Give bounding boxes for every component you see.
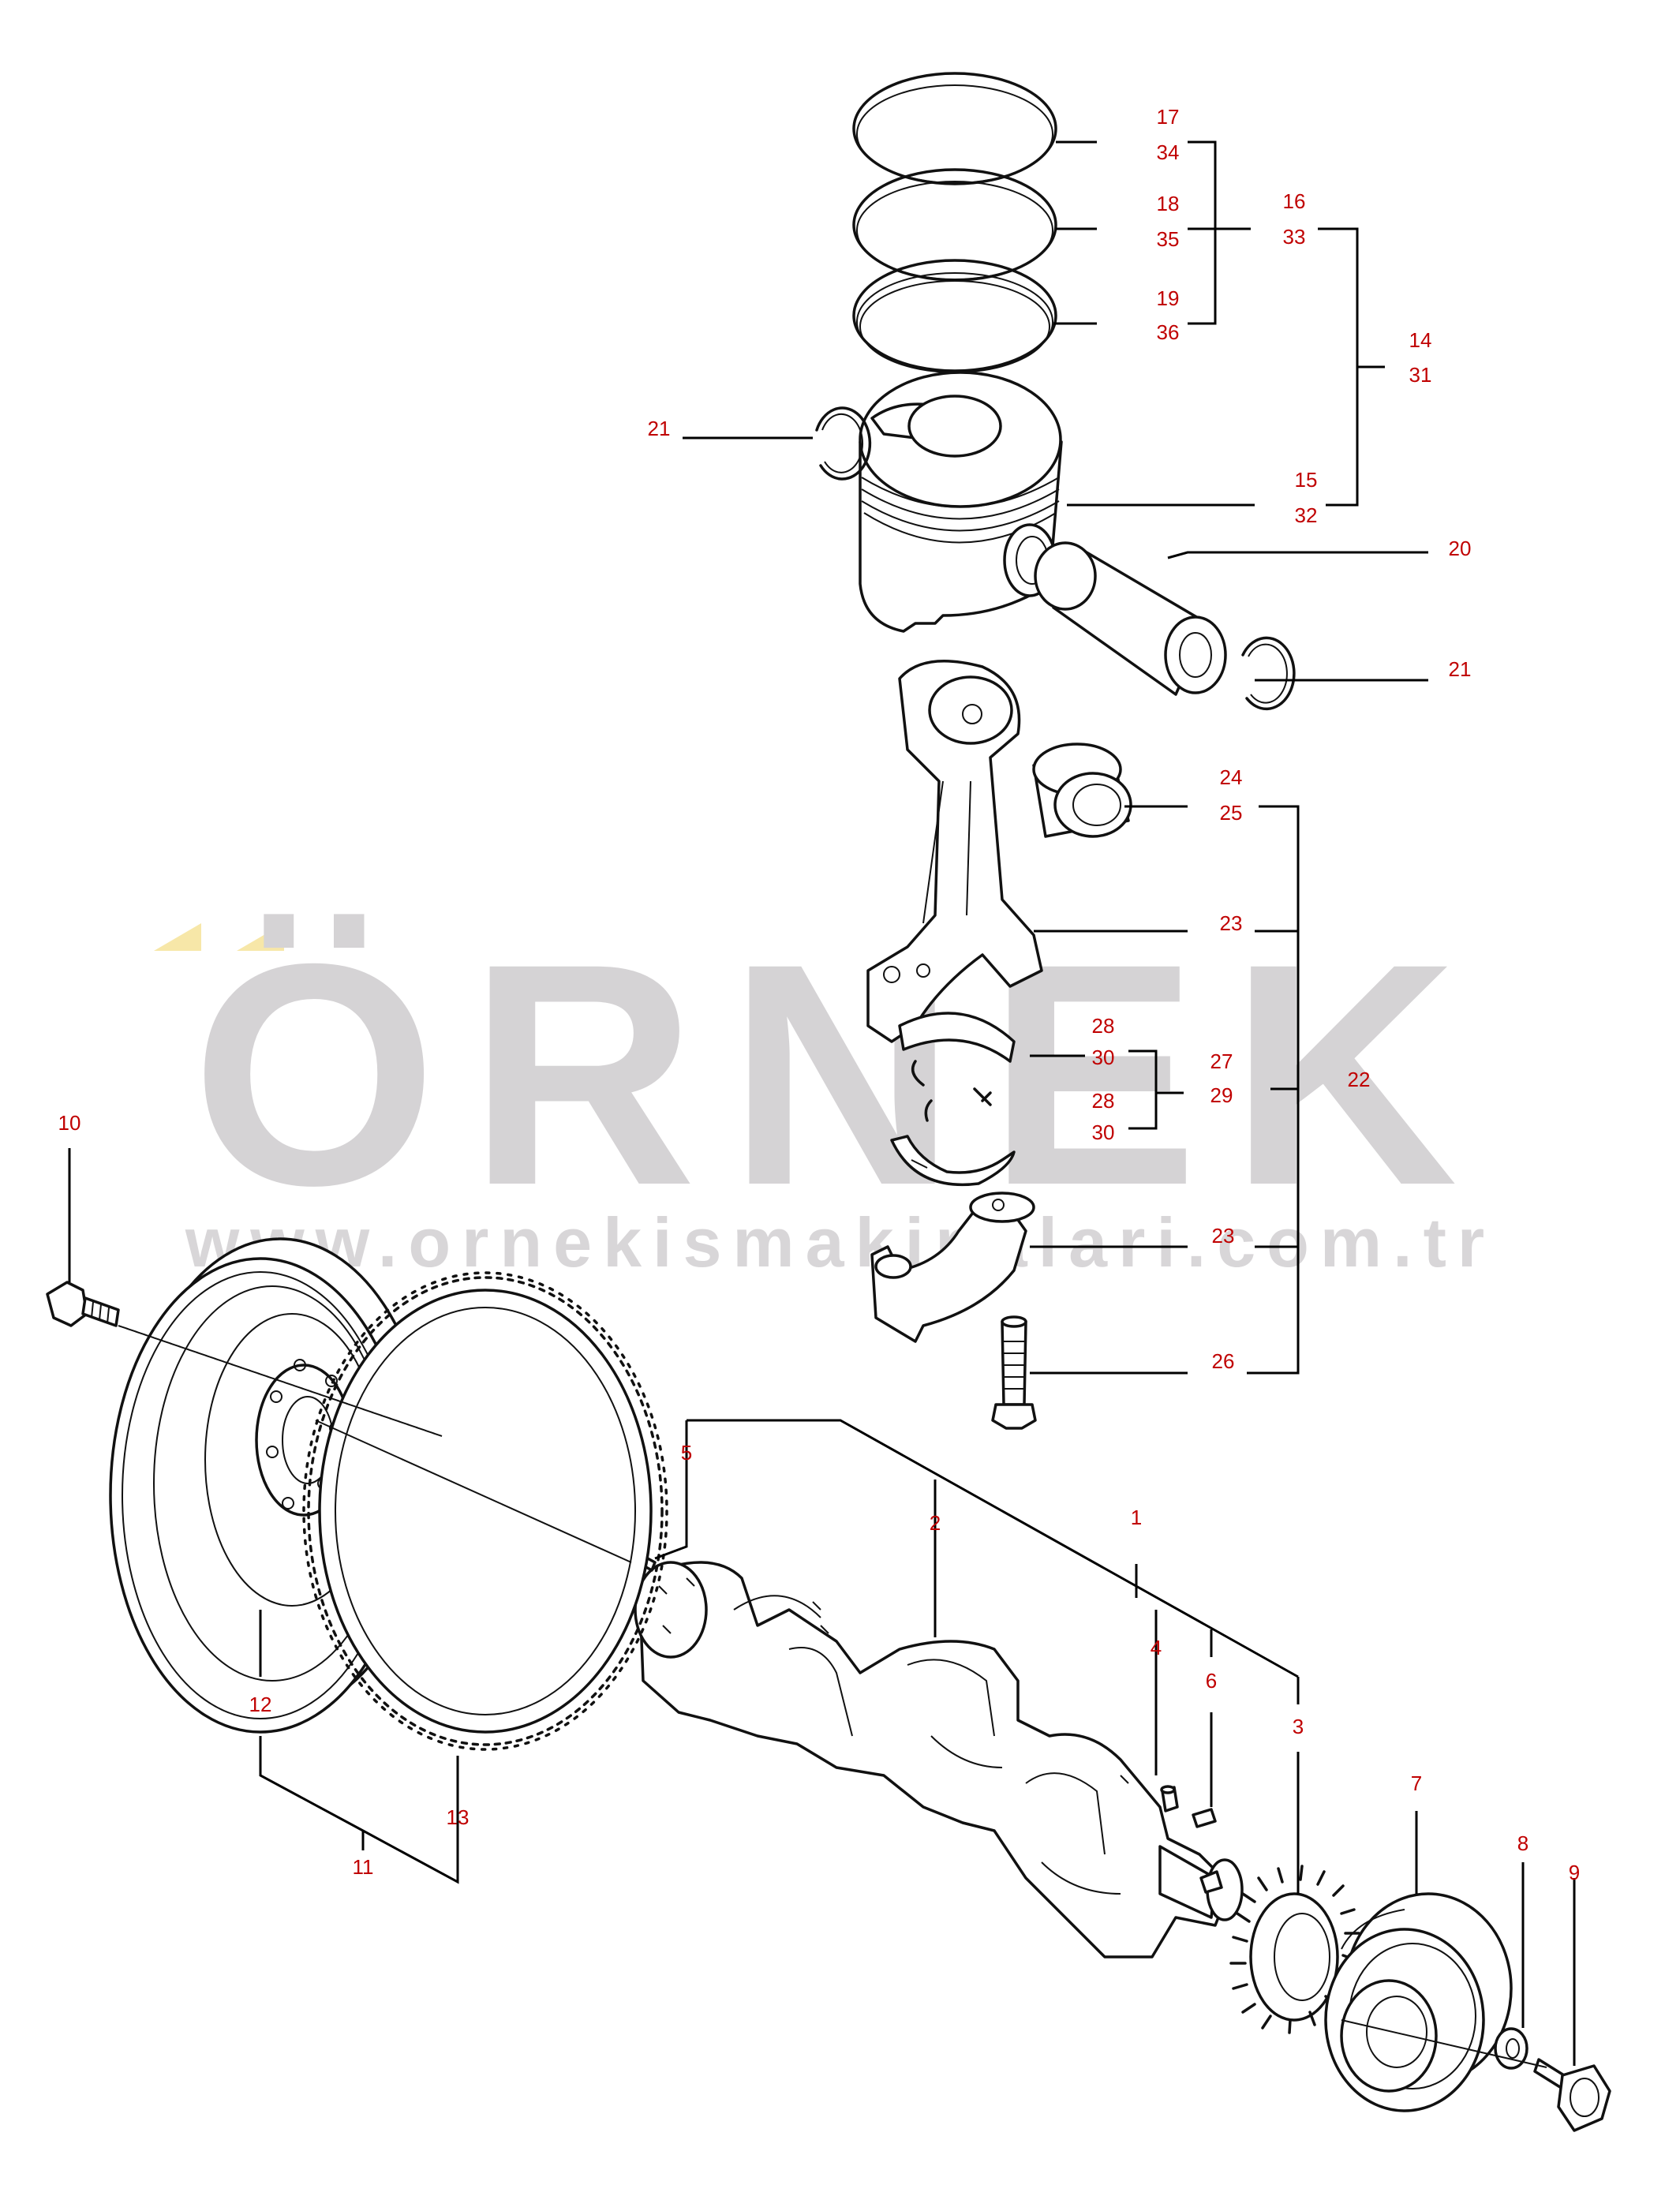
- callout-13: 13: [447, 1805, 470, 1829]
- callout-24: 24: [1220, 765, 1243, 789]
- watermark-accent-right: [237, 923, 284, 951]
- bearing-shell-lower: [890, 1135, 1016, 1186]
- callout-20: 20: [1449, 537, 1472, 560]
- callout-19: 19: [1157, 286, 1180, 310]
- callout-22: 22: [1348, 1068, 1371, 1091]
- callout-2: 2: [930, 1511, 941, 1535]
- callout-15: 15: [1295, 468, 1318, 492]
- callout-labels: 1 2 3 4 5 6 7 8 9 10 11 12 13 14 15 16 1…: [58, 105, 1581, 1884]
- callout-11: 11: [353, 1855, 374, 1879]
- callout-18: 18: [1157, 192, 1180, 215]
- callout-21-left: 21: [648, 417, 671, 440]
- callout-23-upper: 23: [1220, 911, 1243, 935]
- snap-ring-right: [1241, 636, 1296, 711]
- callout-36: 36: [1157, 320, 1180, 344]
- watermark: ÖRNEK www.ornekismakinalari.com.tr: [154, 898, 1495, 1281]
- piston-ring-top: [852, 72, 1057, 185]
- bearing-shell-upper-2: [911, 1060, 992, 1122]
- callout-10: 10: [58, 1111, 81, 1135]
- callout-3: 3: [1293, 1715, 1304, 1738]
- callout-28-upper: 28: [1092, 1014, 1115, 1038]
- callout-25: 25: [1220, 801, 1243, 825]
- callout-1: 1: [1131, 1506, 1142, 1529]
- woodruff-key: [1192, 1808, 1217, 1828]
- ring-gear: [302, 1271, 668, 1751]
- callout-27: 27: [1210, 1049, 1233, 1073]
- crankshaft-gear: [1229, 1865, 1360, 2034]
- rod-cap: [870, 1192, 1035, 1343]
- rod-bolt: [991, 1315, 1037, 1430]
- watermark-brand: ÖRNEK: [192, 898, 1490, 1251]
- small-end-bushing: [1032, 743, 1132, 838]
- callout-6: 6: [1206, 1669, 1217, 1693]
- callout-23-lower: 23: [1212, 1224, 1235, 1248]
- watermark-accent-left: [154, 923, 201, 951]
- callout-9: 9: [1569, 1861, 1580, 1884]
- piston-pin: [1034, 541, 1227, 696]
- bearing-shell-upper: [898, 1012, 1016, 1063]
- callout-29: 29: [1210, 1083, 1233, 1107]
- piston-ring-middle: [852, 168, 1057, 282]
- crankshaft-pulley: [1324, 1892, 1513, 2112]
- callout-8: 8: [1517, 1831, 1528, 1855]
- callout-4: 4: [1151, 1636, 1162, 1659]
- callout-32: 32: [1295, 503, 1318, 527]
- center-lines: [118, 1325, 1547, 2068]
- callout-31: 31: [1409, 363, 1432, 387]
- watermark-url: www.ornekismakinalari.com.tr: [185, 1203, 1495, 1281]
- pulley-washer: [1494, 2027, 1528, 2070]
- callout-33: 33: [1283, 225, 1306, 249]
- callout-26: 26: [1212, 1349, 1235, 1373]
- pulley-bolt: [1533, 2058, 1611, 2132]
- callout-28-lower: 28: [1092, 1089, 1115, 1113]
- piston: [859, 371, 1063, 633]
- callout-14: 14: [1409, 328, 1432, 352]
- leader-lines: [68, 140, 1576, 2066]
- snap-ring-left: [815, 406, 872, 481]
- callout-16: 16: [1283, 189, 1306, 213]
- crankshaft-key: [1160, 1785, 1179, 1813]
- flywheel-bolt: [46, 1281, 120, 1327]
- callout-5: 5: [681, 1441, 692, 1465]
- piston-ring-oil: [852, 259, 1057, 373]
- crankshaft: [634, 1561, 1244, 1958]
- callout-21-right: 21: [1449, 657, 1472, 681]
- callout-30-upper: 30: [1092, 1046, 1115, 1069]
- callout-35: 35: [1157, 227, 1180, 251]
- callout-17: 17: [1157, 105, 1180, 129]
- callout-12: 12: [249, 1693, 272, 1716]
- callout-30-lower: 30: [1092, 1120, 1115, 1144]
- callout-7: 7: [1411, 1771, 1422, 1795]
- callout-34: 34: [1157, 140, 1180, 164]
